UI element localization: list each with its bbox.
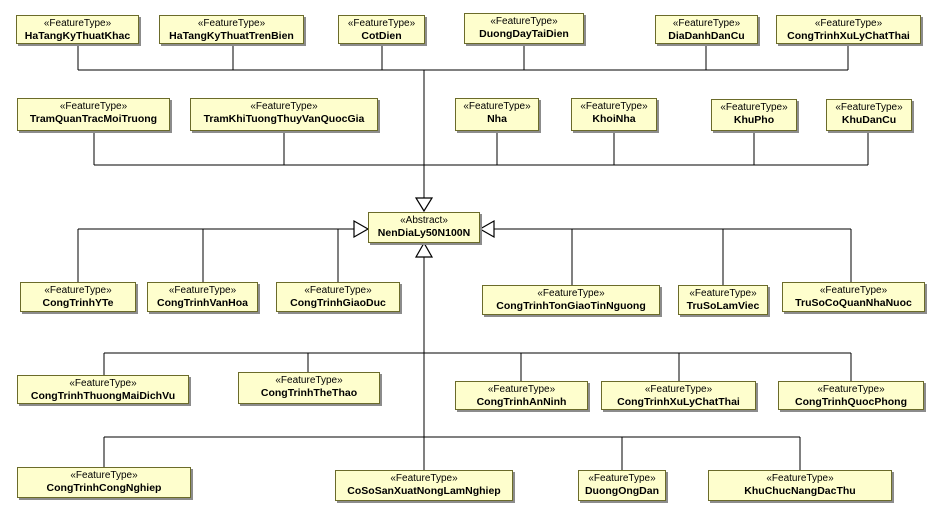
class-congtrinhcongnghiep[interactable]: «FeatureType» CongTrinhCongNghiep	[17, 467, 191, 498]
stereotype-label: «Abstract»	[400, 215, 448, 226]
stereotype-label: «FeatureType»	[814, 18, 883, 29]
class-diadanhdancu[interactable]: «FeatureType» DiaDanhDanCu	[655, 15, 758, 44]
stereotype-label: «FeatureType»	[817, 384, 885, 395]
stereotype-label: «FeatureType»	[69, 378, 137, 389]
stereotype-label: «FeatureType»	[250, 101, 318, 112]
stereotype-label: «FeatureType»	[720, 102, 788, 113]
class-khupho[interactable]: «FeatureType» KhuPho	[711, 99, 797, 131]
class-hatangkythuattrenbien[interactable]: «FeatureType» HaTangKyThuatTrenBien	[159, 15, 304, 44]
stereotype-label: «FeatureType»	[537, 288, 605, 299]
class-tramkhituongthuyvanquocgia[interactable]: «FeatureType» TramKhiTuongThuyVanQuocGia	[190, 98, 378, 131]
stereotype-label: «FeatureType»	[168, 285, 237, 296]
class-name: CongTrinhThuongMaiDichVu	[30, 390, 176, 402]
stereotype-label: «FeatureType»	[588, 473, 656, 484]
class-tramquantracmoitruong[interactable]: «FeatureType» TramQuanTracMoiTruong	[17, 98, 170, 131]
class-name: CoSoSanXuatNongLamNghiep	[347, 485, 501, 497]
class-name: DuongDayTaiDien	[479, 28, 569, 40]
class-khoinha[interactable]: «FeatureType» KhoiNha	[571, 98, 657, 131]
class-name: KhuDanCu	[841, 114, 897, 126]
class-name: TruSoCoQuanNhaNuoc	[795, 297, 912, 309]
stereotype-label: «FeatureType»	[275, 375, 343, 386]
class-congtrinhvanhoa[interactable]: «FeatureType» CongTrinhVanHoa	[147, 282, 258, 312]
class-cotdien[interactable]: «FeatureType» CotDien	[338, 15, 425, 44]
class-name: TruSoLamViec	[686, 300, 760, 312]
class-duongdaytaidien[interactable]: «FeatureType» DuongDayTaiDien	[464, 13, 584, 44]
class-name: CongTrinhTheThao	[260, 387, 358, 399]
stereotype-label: «FeatureType»	[835, 102, 903, 113]
class-name: KhuPho	[733, 114, 775, 126]
stereotype-label: «FeatureType»	[819, 285, 888, 296]
class-congtrinhxulychatthai-bottom[interactable]: «FeatureType» CongTrinhXuLyChatThai	[601, 381, 756, 410]
class-duongongdan[interactable]: «FeatureType» DuongOngDan	[578, 470, 666, 501]
class-khudancu[interactable]: «FeatureType» KhuDanCu	[826, 99, 912, 131]
stereotype-label: «FeatureType»	[70, 470, 138, 481]
stereotype-label: «FeatureType»	[390, 473, 458, 484]
class-name: CongTrinhAnNinh	[476, 396, 567, 408]
class-name: HaTangKyThuatTrenBien	[169, 30, 294, 42]
class-name: KhuChucNangDacThu	[744, 485, 856, 497]
class-name: CongTrinhTonGiaoTinNguong	[496, 300, 646, 312]
class-name: KhoiNha	[592, 113, 636, 125]
class-congtrinhxulychatthai-top[interactable]: «FeatureType» CongTrinhXuLyChatThai	[776, 15, 921, 44]
class-name: CongTrinhVanHoa	[156, 297, 248, 309]
class-congtrinhthuongmaidichvu[interactable]: «FeatureType» CongTrinhThuongMaiDichVu	[17, 375, 189, 404]
class-name: CongTrinhGiaoDuc	[290, 297, 386, 309]
class-name: NenDiaLy50N100N	[377, 227, 471, 239]
class-trusocoquannhanuoc[interactable]: «FeatureType» TruSoCoQuanNhaNuoc	[782, 282, 925, 312]
class-name: CongTrinhCongNghiep	[46, 482, 162, 494]
stereotype-label: «FeatureType»	[487, 384, 556, 395]
stereotype-label: «FeatureType»	[672, 18, 741, 29]
stereotype-label: «FeatureType»	[43, 18, 112, 29]
stereotype-label: «FeatureType»	[197, 18, 266, 29]
class-name: CongTrinhQuocPhong	[795, 396, 907, 408]
class-name: CongTrinhXuLyChatThai	[787, 30, 910, 42]
class-congtrinhquocphong[interactable]: «FeatureType» CongTrinhQuocPhong	[778, 381, 924, 410]
class-name: CotDien	[361, 30, 402, 42]
class-name: DuongOngDan	[584, 485, 660, 497]
class-congtrinhanninh[interactable]: «FeatureType» CongTrinhAnNinh	[455, 381, 588, 410]
class-congtrinhgiaoduc[interactable]: «FeatureType» CongTrinhGiaoDuc	[276, 282, 400, 312]
class-congtrinhyte[interactable]: «FeatureType» CongTrinhYTe	[20, 282, 136, 312]
class-name: CongTrinhXuLyChatThai	[617, 396, 740, 408]
stereotype-label: «FeatureType»	[490, 16, 558, 27]
class-name: TramKhiTuongThuyVanQuocGia	[203, 113, 365, 125]
class-name: Nha	[487, 113, 507, 125]
class-khuchucnangdacthu[interactable]: «FeatureType» KhuChucNangDacThu	[708, 470, 892, 501]
class-trusolamviec[interactable]: «FeatureType» TruSoLamViec	[678, 285, 768, 315]
stereotype-label: «FeatureType»	[689, 288, 757, 299]
stereotype-label: «FeatureType»	[44, 285, 112, 296]
class-name: DiaDanhDanCu	[668, 30, 745, 42]
class-hatangkythuatkhac[interactable]: «FeatureType» HaTangKyThuatKhac	[16, 15, 139, 44]
class-congtrinhtongiaotinnguong[interactable]: «FeatureType» CongTrinhTonGiaoTinNguong	[482, 285, 660, 315]
class-name: HaTangKyThuatKhac	[24, 30, 131, 42]
class-nha[interactable]: «FeatureType» Nha	[455, 98, 539, 131]
class-cososanxuatnonglamnghiep[interactable]: «FeatureType» CoSoSanXuatNongLamNghiep	[335, 470, 513, 501]
class-name: CongTrinhYTe	[42, 297, 114, 309]
stereotype-label: «FeatureType»	[580, 101, 648, 112]
class-name: TramQuanTracMoiTruong	[29, 113, 158, 125]
stereotype-label: «FeatureType»	[766, 473, 834, 484]
stereotype-label: «FeatureType»	[59, 101, 128, 112]
stereotype-label: «FeatureType»	[463, 101, 531, 112]
class-congtrinhthethao[interactable]: «FeatureType» CongTrinhTheThao	[238, 372, 380, 404]
abstract-class-nendialy50n100n[interactable]: «Abstract» NenDiaLy50N100N	[368, 212, 480, 243]
stereotype-label: «FeatureType»	[347, 18, 416, 29]
stereotype-label: «FeatureType»	[304, 285, 372, 296]
stereotype-label: «FeatureType»	[644, 384, 713, 395]
